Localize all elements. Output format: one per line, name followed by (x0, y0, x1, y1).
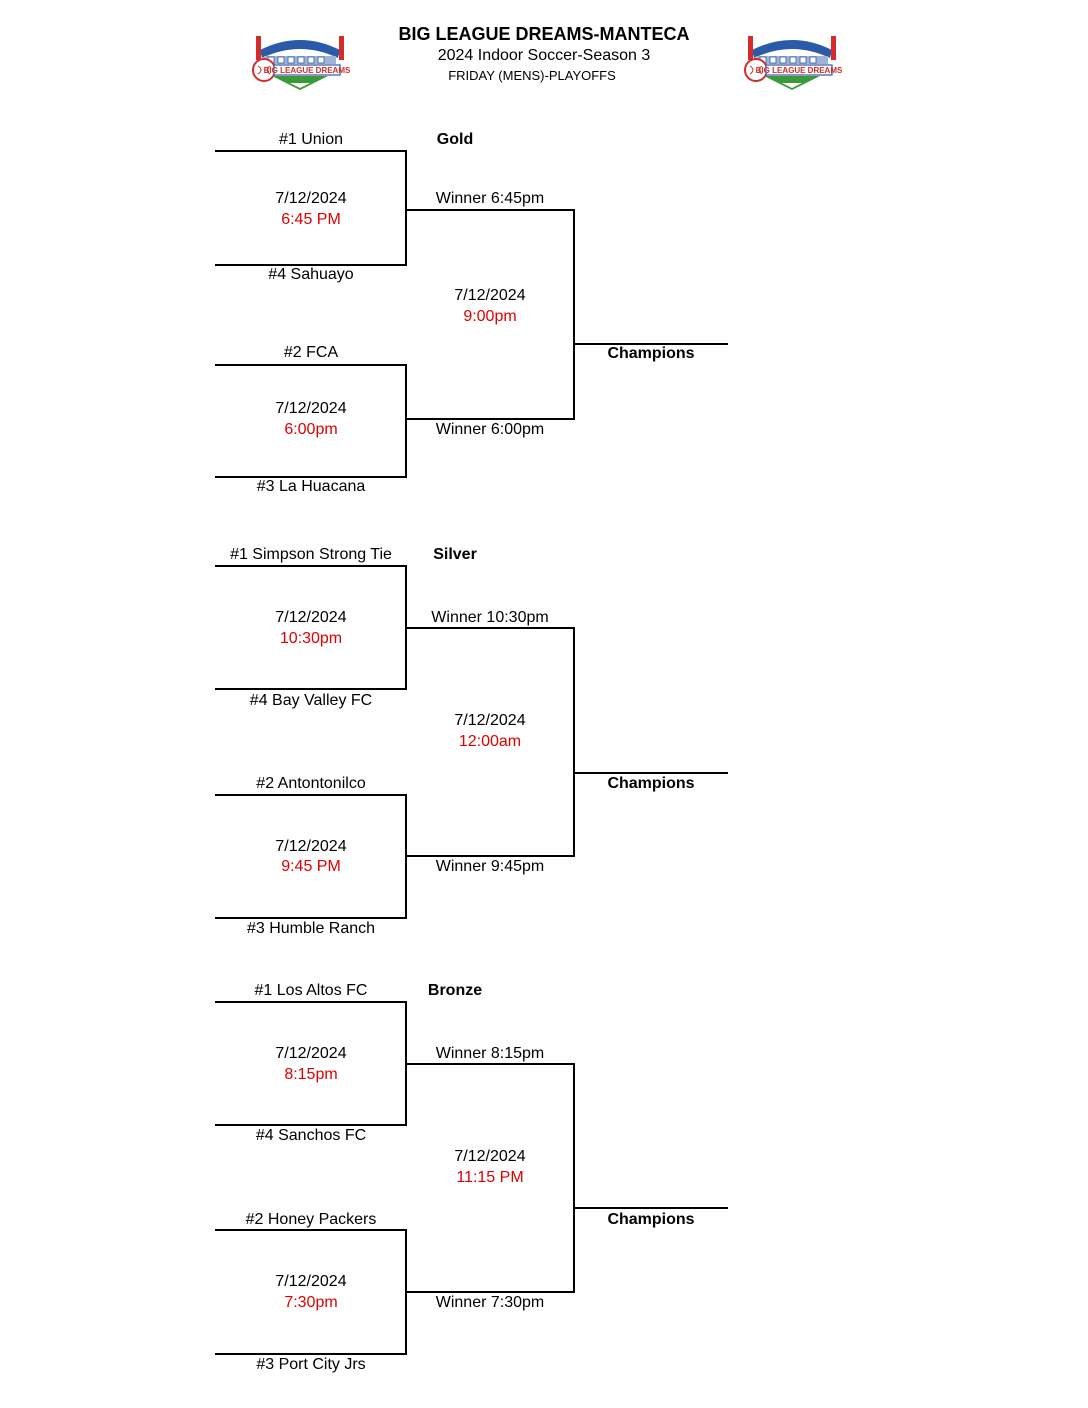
bronze-game1-time: 8:15pm (284, 1066, 338, 1083)
silver-game1-time: 10:30pm (279, 630, 343, 647)
silver-line-seed3 (215, 917, 407, 919)
svg-text:BIG LEAGUE DREAMS: BIG LEAGUE DREAMS (264, 66, 350, 75)
gold-winner-1: Winner 6:45pm (435, 190, 545, 207)
bronze-line-final-connector (573, 1063, 575, 1293)
gold-game1-time: 6:45 PM (281, 211, 341, 228)
gold-champions-label: Champions (607, 345, 695, 362)
bronze-game1-date: 7/12/2024 (275, 1045, 347, 1062)
silver-final-time: 12:00am (458, 733, 522, 750)
silver-seed-1-team: #1 Simpson Strong Tie (230, 546, 392, 563)
silver-game2-time: 9:45 PM (281, 858, 341, 875)
bronze-winner-1: Winner 8:15pm (435, 1045, 545, 1062)
silver-line-seed1 (215, 565, 407, 567)
silver-line-winner1 (405, 627, 575, 629)
gold-final-date: 7/12/2024 (454, 287, 526, 304)
bronze-line-champions (573, 1207, 728, 1209)
bronze-line-seed3 (215, 1353, 407, 1355)
silver-champions-label: Champions (607, 775, 695, 792)
big-league-dreams-logo-left: BIG LEAGUE DREAMS (252, 36, 350, 90)
gold-line-final-connector (573, 209, 575, 420)
bronze-final-date: 7/12/2024 (454, 1148, 526, 1165)
svg-text:BIG LEAGUE DREAMS: BIG LEAGUE DREAMS (756, 66, 842, 75)
silver-line-champions (573, 772, 728, 774)
silver-line-winner2 (405, 855, 575, 857)
gold-line-game2-connector (405, 364, 407, 478)
bronze-line-winner1 (405, 1063, 575, 1065)
gold-seed-4-team: #4 Sahuayo (268, 266, 354, 283)
gold-line-seed3 (215, 476, 407, 478)
gold-game2-date: 7/12/2024 (275, 400, 347, 417)
silver-game2-date: 7/12/2024 (275, 838, 347, 855)
gold-game1-date: 7/12/2024 (275, 190, 347, 207)
division-label: FRIDAY (MENS)-PLAYOFFS (448, 68, 616, 83)
bronze-line-seed2 (215, 1229, 407, 1231)
silver-final-date: 7/12/2024 (454, 712, 526, 729)
gold-line-seed1 (215, 150, 407, 152)
page-title: BIG LEAGUE DREAMS-MANTECA (398, 24, 690, 44)
gold-line-winner2 (405, 418, 575, 420)
bronze-line-seed4 (215, 1124, 407, 1126)
bronze-final-time: 11:15 PM (456, 1169, 524, 1186)
bronze-seed-3-team: #3 Port City Jrs (256, 1356, 366, 1373)
page-subtitle: 2024 Indoor Soccer-Season 3 (437, 47, 651, 64)
silver-line-final-connector (573, 627, 575, 857)
silver-line-seed4 (215, 688, 407, 690)
silver-line-seed2 (215, 794, 407, 796)
gold-line-seed2 (215, 364, 407, 366)
gold-winner-2: Winner 6:00pm (435, 421, 545, 438)
bronze-seed-4-team: #4 Sanchos FC (255, 1127, 367, 1144)
gold-line-champions (573, 343, 728, 345)
gold-tier-label: Gold (436, 131, 474, 148)
silver-winner-1: Winner 10:30pm (431, 609, 549, 626)
bronze-game2-date: 7/12/2024 (275, 1273, 347, 1290)
silver-game1-date: 7/12/2024 (275, 609, 347, 626)
bronze-seed-2-team: #2 Honey Packers (245, 1211, 377, 1228)
bronze-tier-label: Bronze (427, 982, 483, 999)
gold-line-seed4 (215, 264, 407, 266)
bronze-line-winner2 (405, 1291, 575, 1293)
gold-seed-2-team: #2 FCA (283, 344, 339, 361)
big-league-dreams-logo-right: BIG LEAGUE DREAMS (744, 36, 842, 90)
silver-tier-label: Silver (433, 546, 477, 563)
silver-seed-3-team: #3 Humble Ranch (246, 920, 376, 937)
gold-line-game1-connector (405, 150, 407, 266)
gold-line-winner1 (405, 209, 575, 211)
silver-winner-2: Winner 9:45pm (435, 858, 545, 875)
silver-seed-2-team: #2 Antontonilco (256, 775, 366, 792)
gold-final-time: 9:00pm (463, 308, 517, 325)
bronze-winner-2: Winner 7:30pm (435, 1294, 545, 1311)
bronze-champions-label: Champions (607, 1211, 695, 1228)
silver-seed-4-team: #4 Bay Valley FC (249, 692, 373, 709)
gold-game2-time: 6:00pm (284, 421, 338, 438)
bronze-game2-time: 7:30pm (284, 1294, 338, 1311)
bronze-seed-1-team: #1 Los Altos FC (254, 982, 368, 999)
gold-seed-3-team: #3 La Huacana (256, 478, 366, 495)
gold-seed-1-team: #1 Union (278, 131, 344, 148)
bronze-line-seed1 (215, 1001, 407, 1003)
